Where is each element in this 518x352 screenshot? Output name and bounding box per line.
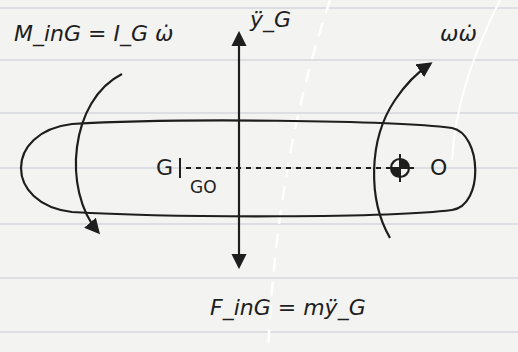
link-outline (12, 118, 486, 220)
point-label: G (156, 156, 173, 180)
equation-label: ÿ_G (250, 8, 291, 32)
equation-label: M_inG = I_G ω̇ (14, 22, 173, 46)
point-label: GO (190, 178, 217, 197)
link-outline (21, 121, 475, 217)
point-label: O (430, 156, 447, 180)
equation-label: F_inG = mÿ_G (210, 296, 366, 320)
pivot-symbol (386, 154, 414, 182)
moment-arrow (76, 74, 122, 232)
ruled-paper-lines (0, 8, 518, 332)
centre-tick (179, 158, 181, 178)
equation-label: ωω̇ (440, 22, 477, 46)
distance-line (186, 167, 390, 169)
link-body: G GO O (12, 118, 486, 220)
acceleration-arrow (238, 34, 240, 266)
